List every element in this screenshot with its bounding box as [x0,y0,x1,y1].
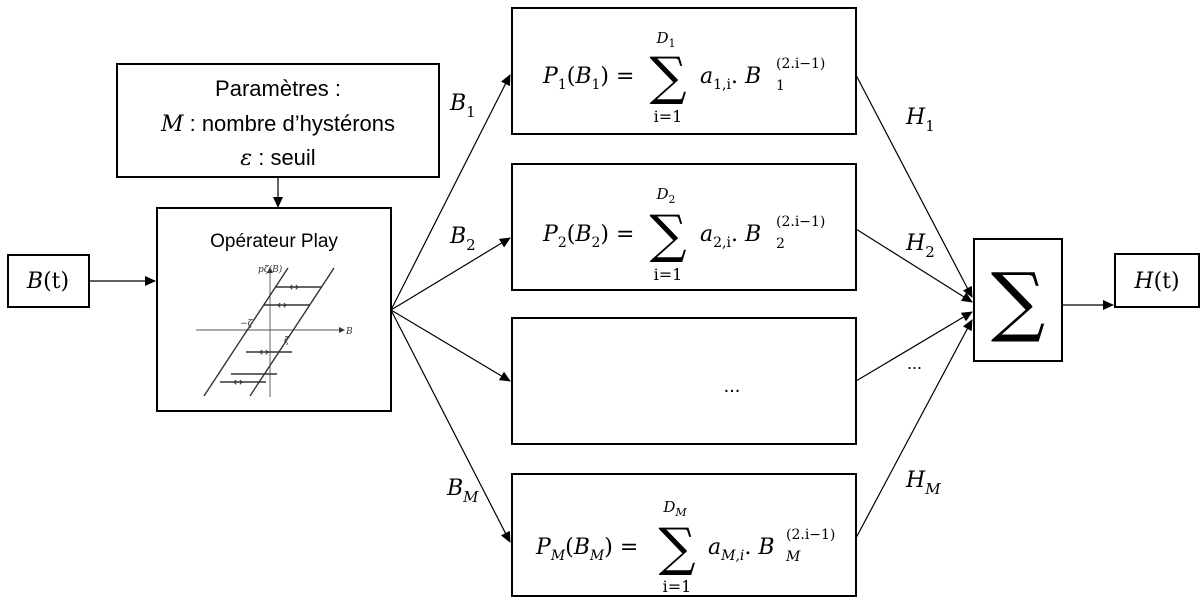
branch-1-formula: P1(B1) = ∑ D1 i=1 a1,i. B 1 (2.i−1) [542,29,825,126]
branch-ellipsis-output-label: ... [907,353,922,373]
svg-text:↔: ↔ [277,298,287,312]
parameters-m-line: M : nombre d’hystérons [160,111,395,137]
svg-text:(2.i−1): (2.i−1) [776,56,825,72]
branch-M-input-label: BM [446,476,479,506]
inset-x-label: B [345,327,353,337]
arrow-from-branch-1 [855,74,973,298]
play-operator-box: Opérateur Play pζ(B) B −ζ ζ ↔ ↔ ↔ [156,207,392,412]
arrow-from-branch-3 [855,311,973,382]
branch-2-input-label: B2 [449,224,476,254]
inset-left-branch [203,267,289,397]
fan-in-arrows [855,74,973,539]
sum-box: ∑ [973,238,1063,362]
play-operator-inset-plot: pζ(B) B −ζ ζ ↔ ↔ ↔ ↔ [196,264,353,397]
branch-2-formula: P2(B2) = ∑ D2 i=1 a2,i. B 2 (2.i−1) [542,185,825,284]
svg-text:(2.i−1): (2.i−1) [786,527,835,543]
svg-text:∑: ∑ [658,518,695,578]
parameters-epsilon-line: ε : seuil [240,145,315,171]
svg-text:a1,i. B: a1,i. B [700,64,761,93]
branch-2-box: P2(B2) = ∑ D2 i=1 a2,i. B 2 (2.i−1) [511,163,857,291]
svg-text:(2.i−1): (2.i−1) [776,214,825,230]
svg-text:↔: ↔ [289,280,299,294]
svg-text:↔: ↔ [259,345,269,359]
inset-double-arrows: ↔ ↔ ↔ ↔ [233,280,299,389]
svg-text:i=1: i=1 [654,107,683,126]
fan-out-arrows [390,74,511,543]
parameters-title: Paramètres : [215,76,341,101]
branch-ellipsis-box: ... [511,317,857,445]
branch-M-output-label: HM [905,468,941,498]
svg-text:P2(B2) =: P2(B2) = [542,222,634,251]
inset-reversal-lines [220,286,322,383]
input-label: B(t) [26,269,69,294]
inset-pos-zeta: ζ [284,336,290,346]
arrow-to-branch-3 [390,309,511,382]
svg-text:1: 1 [776,78,785,94]
branch-M-box: PM(BM) = ∑ DM i=1 aM,i. B M (2.i−1) [511,473,857,597]
arrow-to-branch-M [390,309,511,543]
svg-text:aM,i. B: aM,i. B [708,535,775,564]
branch-1-output-label: H1 [905,105,935,135]
svg-text:∑: ∑ [649,47,686,107]
svg-text:i=1: i=1 [663,577,692,596]
svg-text:a2,i. B: a2,i. B [700,222,761,251]
output-box: H(t) [1114,253,1200,308]
branch-M-formula: PM(BM) = ∑ DM i=1 aM,i. B M (2.i−1) [535,498,835,596]
svg-text:DM: DM [662,498,687,519]
input-box: B(t) [7,254,90,308]
svg-text:↔: ↔ [233,375,243,389]
branch-ellipsis-text: ... [724,375,741,397]
arrow-to-branch-2 [390,237,511,311]
svg-text:2: 2 [776,236,785,252]
inset-neg-zeta: −ζ [240,319,254,329]
svg-text:D1: D1 [655,29,675,50]
parameters-box: Paramètres : M : nombre d’hystérons ε : … [116,63,440,178]
svg-text:PM(BM) =: PM(BM) = [535,535,638,564]
output-label: H(t) [1133,269,1179,294]
inset-y-label: pζ(B) [258,264,283,275]
svg-text:D2: D2 [655,185,675,206]
branch-1-input-label: B1 [449,91,476,121]
arrow-from-branch-M [855,319,973,539]
branch-1-box: P1(B1) = ∑ D1 i=1 a1,i. B 1 (2.i−1) [511,7,857,135]
branch-2-output-label: H2 [905,231,935,261]
sum-symbol: ∑ [991,256,1045,345]
svg-text:P1(B1) =: P1(B1) = [542,64,634,93]
arrow-from-branch-2 [855,228,973,303]
play-operator-title: Opérateur Play [210,231,338,252]
svg-text:M: M [785,549,801,565]
arrow-to-branch-1 [390,74,511,311]
svg-text:i=1: i=1 [654,265,683,284]
svg-text:∑: ∑ [649,205,686,265]
